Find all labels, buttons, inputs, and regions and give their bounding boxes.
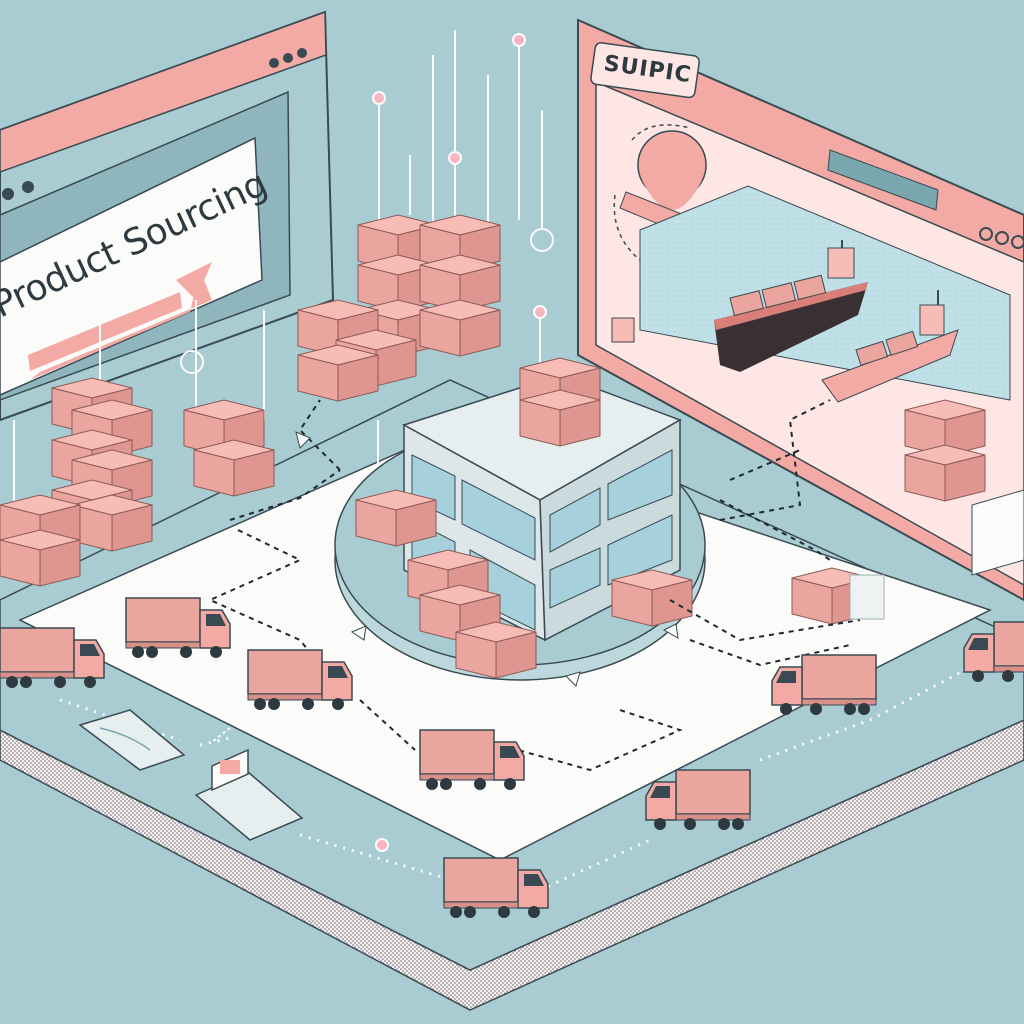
window-dot-icon	[283, 53, 293, 63]
glow-node-icon	[533, 305, 547, 319]
warehouse-building	[334, 357, 706, 681]
ring-node-icon	[180, 350, 204, 374]
window-dot-icon	[995, 231, 1009, 245]
arrow-icon	[30, 270, 212, 380]
glow-node-icon	[448, 151, 462, 165]
right-browser-window: SUIPIC	[577, 18, 1024, 602]
arrow-icon	[350, 625, 367, 641]
window-dot-icon	[22, 181, 34, 193]
window-dot-icon	[269, 58, 279, 68]
left-browser-window: Product Sourcing	[0, 10, 335, 422]
window-dot-icon	[2, 188, 14, 200]
cargo-ship-icon	[821, 290, 959, 403]
arrow-icon	[295, 431, 311, 449]
arrow-icon	[662, 623, 679, 639]
ring-node-icon	[530, 228, 554, 252]
cargo-ship-icon	[714, 240, 868, 372]
window-dot-icon	[979, 227, 993, 241]
route-lines	[207, 399, 861, 772]
parcel-icon	[849, 574, 885, 620]
glow-node-icon	[512, 33, 526, 47]
glow-node-icon	[375, 838, 389, 852]
search-bar	[827, 149, 939, 211]
window-dot-icon	[297, 48, 307, 58]
arrow-icon	[565, 671, 581, 687]
map-sheet-icon	[78, 709, 186, 771]
glow-node-icon	[372, 91, 386, 105]
window-dot-icon	[1011, 235, 1024, 249]
laptop-icon	[194, 727, 304, 841]
